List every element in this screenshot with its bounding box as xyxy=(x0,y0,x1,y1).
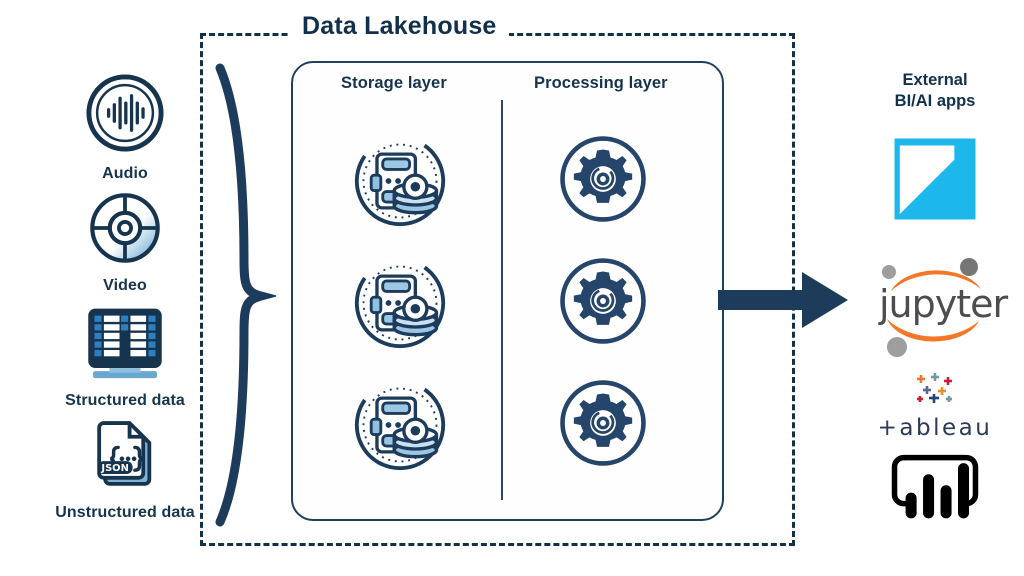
source-item-structured-data[interactable]: Structured data xyxy=(30,305,220,410)
jupyter-logo: jupyter xyxy=(875,255,1008,359)
external-app-databricks[interactable] xyxy=(845,135,1024,228)
json-document-icon: JSON xyxy=(87,417,163,498)
tableau-wordmark: +ableau xyxy=(877,415,993,441)
power-bi-logo xyxy=(889,452,981,529)
processing-icon-2[interactable] xyxy=(557,255,649,352)
audio-waveform-icon xyxy=(84,72,166,159)
right-curly-brace xyxy=(206,60,279,535)
video-disc-icon xyxy=(87,190,163,271)
source-item-unstructured-data[interactable]: JSON Unstructured data xyxy=(30,417,220,522)
layer-divider xyxy=(501,100,503,500)
databricks-logo xyxy=(891,135,979,228)
processing-icon-3[interactable] xyxy=(557,377,649,474)
storage-icon-3[interactable] xyxy=(352,377,448,478)
processing-icon-1[interactable] xyxy=(557,133,649,230)
source-label-structured-data: Structured data xyxy=(65,392,185,409)
structured-table-icon xyxy=(82,305,168,386)
storage-layer-title: Storage layer xyxy=(341,74,447,92)
right-arrow xyxy=(718,270,850,335)
processing-layer-title: Processing layer xyxy=(534,74,668,92)
source-label-unstructured-data: Unstructured data xyxy=(55,504,195,521)
external-app-jupyter[interactable]: jupyter xyxy=(845,255,1024,359)
external-apps-title-line2: BI/AI apps xyxy=(894,91,976,110)
external-apps-title-line1: External xyxy=(902,71,968,89)
source-item-audio[interactable]: Audio xyxy=(30,72,220,183)
page-title: Data Lakehouse xyxy=(290,14,509,39)
tableau-logo xyxy=(912,372,958,413)
source-label-video: Video xyxy=(103,277,147,294)
jupyter-wordmark: jupyter xyxy=(879,282,1008,326)
source-item-video[interactable]: Video xyxy=(30,190,220,295)
json-badge-label: JSON xyxy=(100,463,128,474)
source-label-audio: Audio xyxy=(102,165,148,182)
storage-icon-1[interactable] xyxy=(352,133,448,234)
external-apps-title: External BI/AI apps xyxy=(845,70,1024,111)
storage-icon-2[interactable] xyxy=(352,255,448,356)
external-app-power-bi[interactable] xyxy=(845,452,1024,529)
external-app-tableau[interactable]: +ableau xyxy=(845,372,1024,440)
